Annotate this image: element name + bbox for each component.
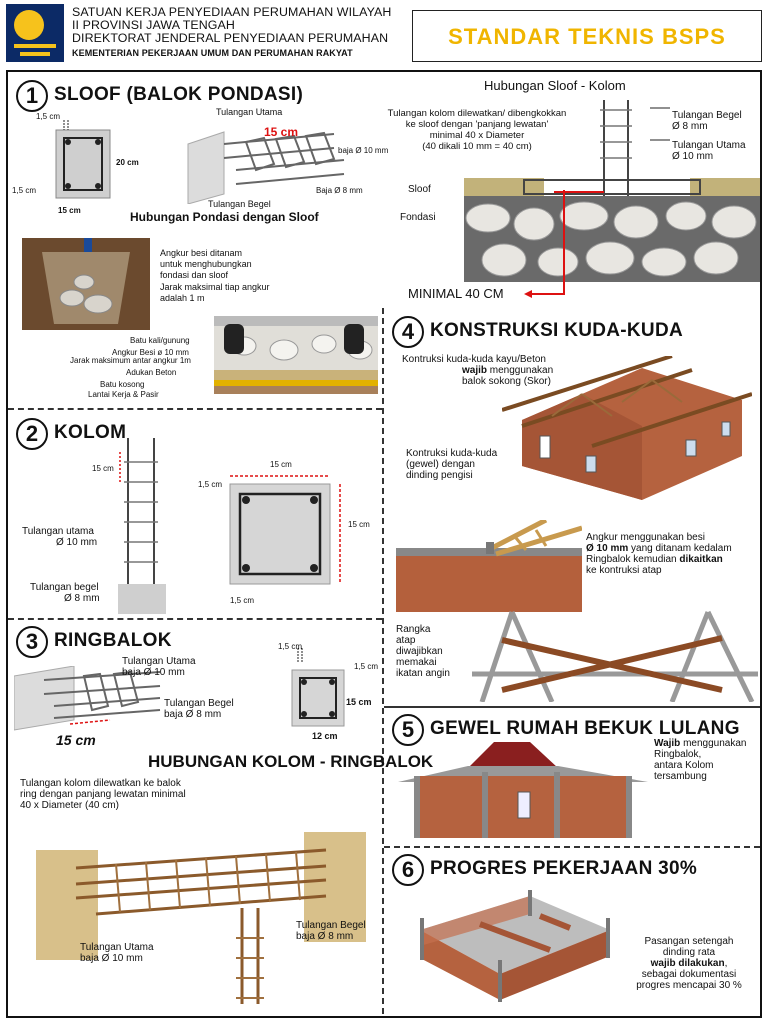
- legend-lantai-kerja: Lantai Kerja & Pasir: [88, 390, 159, 399]
- minimal-arrow-icon: [524, 190, 565, 298]
- kolom-ringbalok-note: Tulangan kolom dilewatkan ke balok ring …: [20, 778, 186, 811]
- sloof-baja-8: Baja Ø 8 mm: [316, 186, 363, 195]
- sloof-cross-section: [55, 120, 111, 199]
- column-divider: [382, 308, 384, 1014]
- legend-jarak-angkur: Jarak maksimum antar angkur 1m: [70, 356, 191, 365]
- column-tulangan-utama: Tulangan utama Ø 10 mm: [22, 526, 98, 548]
- column-tulangan-begel: Tulangan begel Ø 8 mm: [30, 582, 100, 604]
- ringbalok-height: 15 cm: [346, 697, 372, 707]
- column-width: 15 cm: [270, 460, 292, 469]
- column-cross-section: [229, 475, 341, 585]
- ministry-logo: [6, 4, 64, 62]
- anchor-ringbalok-photo: [396, 520, 582, 612]
- ringbalok-width: 12 cm: [312, 731, 338, 741]
- ringbalok-rebar-cage: [14, 666, 161, 731]
- ringbalok-cover-top: 1,5 cm: [278, 642, 303, 651]
- header: SATUAN KERJA PENYEDIAAN PERUMAHAN WILAYA…: [6, 4, 762, 64]
- divider-2-3: [8, 618, 382, 620]
- ringbalok-begel: Tulangan Begel baja Ø 8 mm: [164, 698, 234, 720]
- ringbalok-cover-side: 1,5 cm: [354, 662, 379, 671]
- section-2-title: KOLOM: [54, 422, 127, 443]
- column-cover-top: 1,5 cm: [198, 480, 223, 489]
- fondasi-label: Fondasi: [400, 212, 436, 223]
- document-title-box: STANDAR TEKNIS BSPS: [412, 10, 762, 62]
- sloof-tulangan-begel: Tulangan Begel: [208, 199, 271, 209]
- sloof-cover-top: 1,5 cm: [36, 112, 61, 121]
- org-line-1: SATUAN KERJA PENYEDIAAN PERUMAHAN WILAYA…: [72, 5, 392, 19]
- divider-1-2: [8, 408, 382, 410]
- sloof-height: 20 cm: [116, 158, 139, 167]
- divider-4-5: [384, 706, 760, 708]
- column-cover-bottom: 1,5 cm: [230, 596, 255, 605]
- sloof-kolom-begel: Tulangan Begel Ø 8 mm: [672, 110, 742, 132]
- trench-foundation-photo: [22, 238, 150, 330]
- wind-bracing-illustration: [472, 610, 758, 702]
- organization-block: SATUAN KERJA PENYEDIAAN PERUMAHAN WILAYA…: [72, 6, 402, 60]
- legend-angkur: Angkur Besi ø 10 mm: [112, 348, 189, 357]
- sloof-cover-bottom: 1,5 cm: [12, 186, 37, 195]
- foundation-anchor-section: [214, 316, 378, 394]
- kuda-kuda-note-3: Angkur menggunakan besi Ø 10 mm yang dit…: [586, 532, 732, 576]
- kolom-ringbalok-diagram: [36, 832, 366, 1004]
- kolom-ringbalok-begel: Tulangan Begel baja Ø 8 mm: [296, 920, 366, 942]
- content-frame: 1 SLOOF (BALOK PONDASI) 1,5 cm 20 cm 1,5…: [6, 70, 762, 1018]
- gewel-note: Wajib menggunakan Ringbalok, antara Kolo…: [654, 738, 747, 782]
- org-line-2: II PROVINSI JAWA TENGAH: [72, 18, 235, 32]
- section-6-title: PROGRES PEKERJAAN 30%: [430, 858, 698, 879]
- house-truss-illustration: [502, 356, 752, 500]
- sloof-label: Sloof: [408, 184, 431, 195]
- kuda-kuda-note-1: Kontruksi kuda-kuda kayu/Beton wajib men…: [402, 354, 554, 387]
- section-1-number: 1: [16, 80, 48, 112]
- kuda-kuda-note-2: Kontruksi kuda-kuda (gewel) dengan dindi…: [406, 448, 498, 481]
- sloof-baja-10: baja Ø 10 mm: [338, 146, 389, 155]
- anchor-distance-note: Jarak maksimal tiap angkur adalah 1 m: [160, 282, 270, 303]
- legend-batu-kali: Batu kali/gunung: [130, 336, 190, 345]
- document-title: STANDAR TEKNIS BSPS: [448, 24, 726, 49]
- anchor-note: Angkur besi ditanam untuk menghubungkan …: [160, 248, 252, 280]
- sloof-kolom-diagram: [464, 100, 760, 282]
- logo-sun-icon: [14, 10, 44, 40]
- section-4-number: 4: [392, 316, 424, 348]
- kuda-kuda-note-4: Rangka atap diwajibkan memakai ikatan an…: [396, 624, 450, 679]
- ringbalok-spacing: 15 cm: [56, 732, 96, 748]
- sloof-kolom-note: Tulangan kolom dilewatkan/ dibengkokkan …: [387, 108, 567, 152]
- ministry-name: KEMENTERIAN PEKERJAAN UMUM DAN PERUMAHAN…: [72, 48, 353, 58]
- sloof-kolom-utama: Tulangan Utama Ø 10 mm: [672, 140, 746, 162]
- sloof-kolom-title: Hubungan Sloof - Kolom: [484, 78, 626, 93]
- divider-5-6: [384, 846, 760, 848]
- section-6-number: 6: [392, 854, 424, 886]
- column-height: 15 cm: [348, 520, 370, 529]
- section-1-title: SLOOF (BALOK PONDASI): [54, 84, 304, 105]
- legend-batu-kosong: Batu kosong: [100, 380, 145, 389]
- section-4-title: KONSTRUKSI KUDA-KUDA: [430, 320, 683, 341]
- sloof-tulangan-utama: Tulangan Utama: [216, 107, 283, 117]
- kolom-ringbalok-subtitle: HUBUNGAN KOLOM - RINGBALOK: [148, 752, 434, 771]
- section-5-number: 5: [392, 714, 424, 746]
- section-3-number: 3: [16, 626, 48, 658]
- sloof-rebar-cage: 15 cm: [187, 125, 345, 204]
- pondasi-sloof-subtitle: Hubungan Pondasi dengan Sloof: [130, 210, 319, 224]
- legend-adukan-beton: Adukan Beton: [126, 368, 177, 377]
- kolom-ringbalok-utama: Tulangan Utama baja Ø 10 mm: [80, 942, 154, 964]
- sloof-spacing: 15 cm: [264, 125, 298, 139]
- section-2-number: 2: [16, 418, 48, 450]
- gewel-house-illustration: [398, 742, 648, 838]
- ringbalok-cross-section: [291, 648, 345, 727]
- progress-note: Pasangan setengah dinding rata wajib dil…: [636, 936, 742, 991]
- column-spacing: 15 cm: [92, 464, 114, 473]
- ringbalok-utama: Tulangan Utama baja Ø 10 mm: [122, 656, 196, 678]
- section-5-title: GEWEL RUMAH BEKUK LULANG: [430, 718, 740, 739]
- progress-house-illustration: [420, 890, 610, 1002]
- sloof-width: 15 cm: [58, 206, 81, 215]
- org-line-3: DIREKTORAT JENDERAL PENYEDIAAN PERUMAHAN: [72, 31, 389, 45]
- column-rebar-elevation: [118, 438, 166, 614]
- minimal-40cm-label: MINIMAL 40 CM: [408, 286, 504, 301]
- section-3-title: RINGBALOK: [54, 630, 172, 651]
